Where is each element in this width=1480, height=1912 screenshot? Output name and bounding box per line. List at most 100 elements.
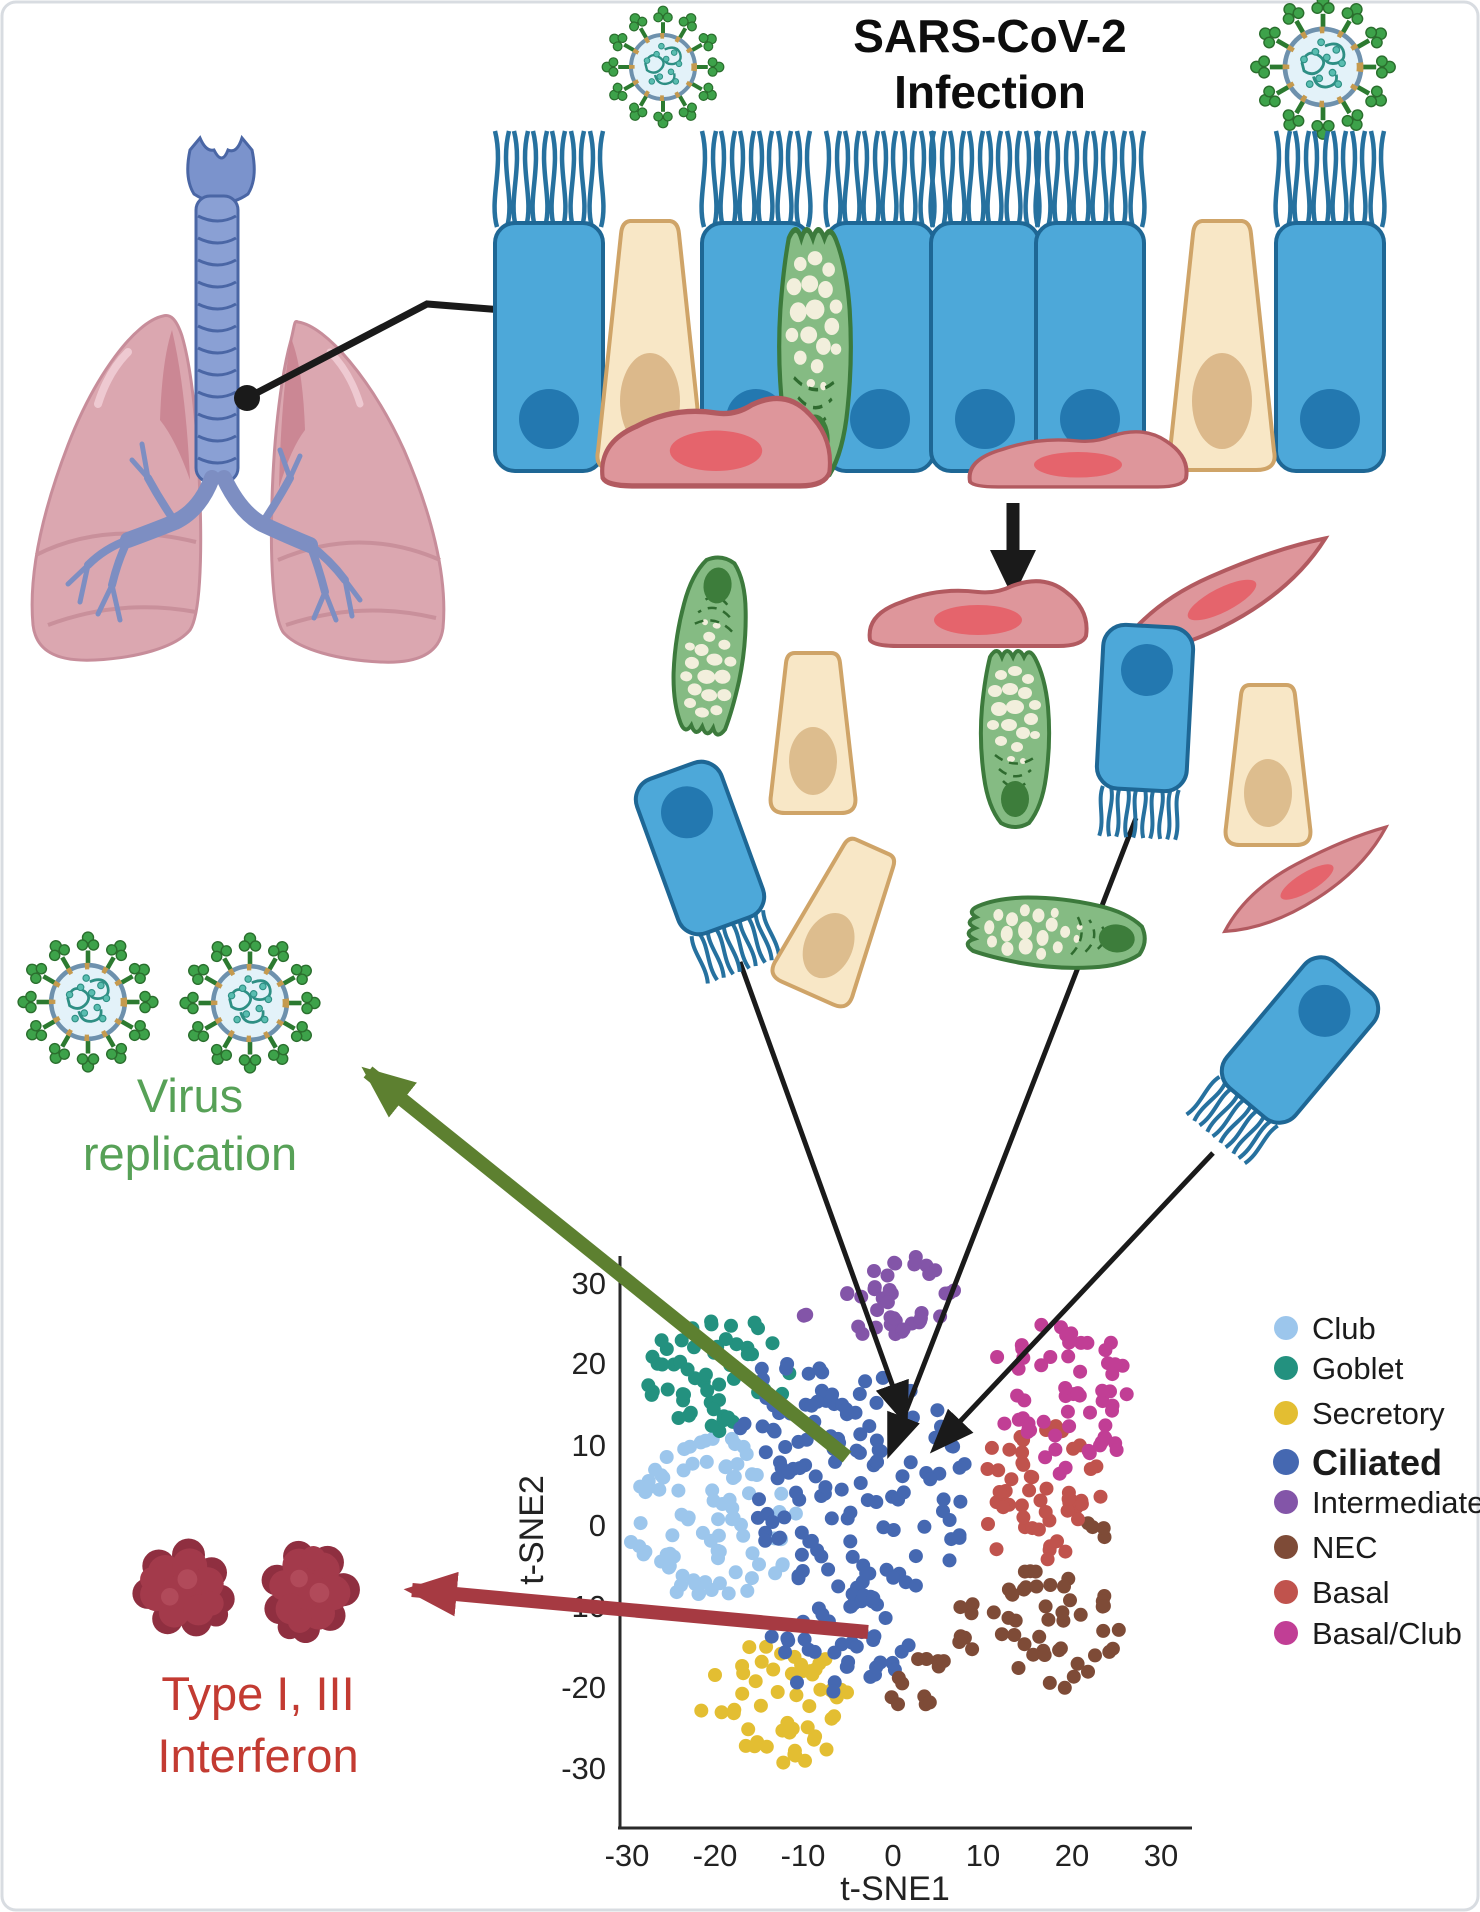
- scatter-point: [824, 1511, 839, 1526]
- scatter-point: [804, 1533, 819, 1548]
- scatter-point: [871, 1443, 886, 1457]
- scatter-point: [891, 1697, 905, 1712]
- y-tick: 20: [572, 1346, 606, 1381]
- scatter-point: [866, 1590, 881, 1605]
- scatter-point: [952, 1530, 967, 1545]
- scatter-point: [989, 1542, 1004, 1557]
- scatter-point: [1052, 1466, 1067, 1481]
- scatter-point: [764, 1629, 779, 1644]
- scatter-point: [1096, 1623, 1111, 1638]
- scatter-point: [738, 1738, 753, 1753]
- scatter-point: [869, 1454, 884, 1469]
- scatter-point: [882, 1283, 897, 1297]
- scatter-point: [758, 1445, 773, 1460]
- scatter-point: [919, 1652, 934, 1666]
- scatter-point: [758, 1533, 773, 1548]
- scatter-point: [754, 1654, 769, 1669]
- scatter-point: [1034, 1358, 1049, 1373]
- lungs-icon: [30, 134, 446, 664]
- scatter-point: [867, 1629, 882, 1644]
- scatter-point: [741, 1722, 756, 1737]
- scatter-point: [853, 1476, 868, 1490]
- scatter-point: [1103, 1384, 1117, 1399]
- scatter-point: [845, 1549, 860, 1564]
- legend-label: Ciliated: [1312, 1442, 1442, 1483]
- scatter-point: [704, 1314, 719, 1329]
- right-lung: [269, 320, 446, 664]
- legend-label: Club: [1312, 1311, 1376, 1346]
- legend-label: NEC: [1312, 1530, 1377, 1565]
- legend-item-basal-club: Basal/Club: [1274, 1616, 1462, 1651]
- scatter-point: [728, 1565, 743, 1580]
- scatter-point: [942, 1553, 957, 1568]
- scatter-point: [852, 1445, 867, 1460]
- scatter-point: [930, 1403, 945, 1418]
- scatter-point: [1004, 1472, 1019, 1487]
- scatter-point: [1096, 1521, 1111, 1536]
- scatter-point: [765, 1515, 780, 1529]
- scatter-point: [721, 1410, 736, 1425]
- scatter-point: [1032, 1629, 1047, 1644]
- interferon-label-line1: Type I, III: [161, 1667, 354, 1720]
- scatter-point: [740, 1583, 755, 1598]
- scatter-point: [1050, 1534, 1064, 1549]
- scatter-point: [1043, 1578, 1058, 1592]
- scatter-point: [791, 1571, 806, 1586]
- lung-highlight: [94, 348, 132, 408]
- scatter-point: [753, 1698, 768, 1713]
- scatter-point: [1002, 1442, 1017, 1457]
- interferon-label-line2: Interferon: [157, 1729, 358, 1782]
- scatter-point: [901, 1638, 916, 1653]
- scatter-point: [798, 1753, 812, 1768]
- legend-swatch: [1274, 1401, 1298, 1425]
- scatter-point: [851, 1319, 866, 1334]
- scatter-point: [821, 1562, 836, 1577]
- scatter-point: [1061, 1491, 1076, 1506]
- legend-item-intermediate: Intermediate: [1274, 1485, 1480, 1520]
- x-axis-label: t-SNE1: [840, 1870, 950, 1908]
- scatter-point: [827, 1709, 842, 1724]
- scatter-point: [873, 1655, 888, 1670]
- scatter-point: [1098, 1343, 1113, 1358]
- scatter-point: [953, 1494, 968, 1509]
- legend-item-ciliated: Ciliated: [1273, 1442, 1442, 1483]
- scatter-point: [818, 1480, 833, 1495]
- scatter-point: [699, 1454, 714, 1469]
- scatter-point: [965, 1642, 980, 1657]
- scatter-point: [992, 1485, 1007, 1499]
- scatter-point: [1073, 1607, 1088, 1622]
- interferon-callout: Type I, III Interferon: [132, 1531, 368, 1782]
- scatter-point: [860, 1493, 875, 1508]
- scatter-point: [886, 1570, 901, 1585]
- scatter-point: [831, 1579, 846, 1594]
- scatter-point: [807, 1644, 822, 1659]
- scatter-point: [676, 1463, 691, 1478]
- scatter-point: [812, 1361, 827, 1376]
- scatter-point: [740, 1347, 755, 1362]
- scatter-point: [711, 1551, 725, 1566]
- scatter-point: [737, 1416, 752, 1431]
- title-line1: SARS-CoV-2: [853, 10, 1126, 62]
- scatter-point: [675, 1387, 690, 1402]
- scatter-point: [677, 1442, 692, 1457]
- scatter-point: [680, 1362, 695, 1377]
- scatter-point: [944, 1439, 959, 1453]
- scatter-point: [660, 1382, 675, 1397]
- scatter-point: [718, 1332, 733, 1347]
- scatter-point: [705, 1483, 720, 1498]
- club-cell: [1223, 683, 1313, 847]
- scatter-point: [1102, 1644, 1117, 1659]
- x-tick: 20: [1055, 1838, 1089, 1873]
- scatter-point: [840, 1286, 855, 1301]
- scatter-point: [766, 1662, 781, 1677]
- scatter-point: [1063, 1593, 1077, 1608]
- scatter-point: [745, 1546, 760, 1561]
- scatter-point: [997, 1416, 1012, 1431]
- left-lung: [30, 314, 203, 662]
- scatter-point: [792, 1461, 807, 1476]
- scatter-point: [748, 1674, 763, 1689]
- scatter-point: [735, 1659, 750, 1673]
- scatter-point: [896, 1322, 911, 1337]
- scatter-point: [908, 1578, 923, 1593]
